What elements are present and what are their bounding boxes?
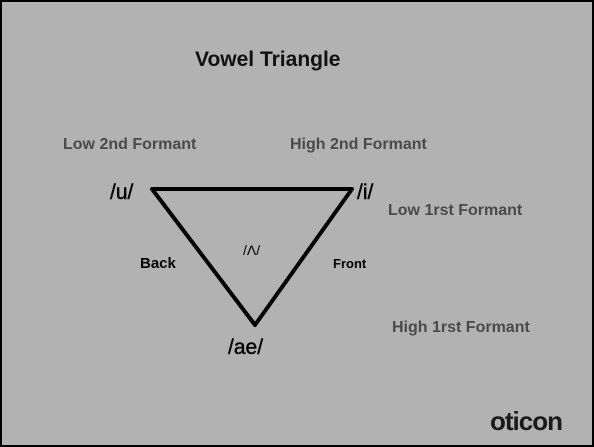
high-first-formant-label: High 1rst Formant <box>392 319 530 336</box>
back-label: Back <box>140 255 176 272</box>
front-label: Front <box>333 256 367 271</box>
high-second-formant-label: High 2nd Formant <box>290 136 427 153</box>
vowel-triangle <box>150 187 354 327</box>
low-first-formant-label: Low 1rst Formant <box>388 202 523 219</box>
vowel-u-label: /u/ <box>110 181 134 204</box>
oticon-logo: oticon <box>490 406 563 436</box>
low-second-formant-label: Low 2nd Formant <box>63 136 197 153</box>
vowel-i-label: /i/ <box>357 181 374 204</box>
vowel-wedge-label: /Λ/ <box>243 242 261 258</box>
slide-title: Vowel Triangle <box>195 48 341 71</box>
vowel-ae-label: /ae/ <box>228 336 264 359</box>
